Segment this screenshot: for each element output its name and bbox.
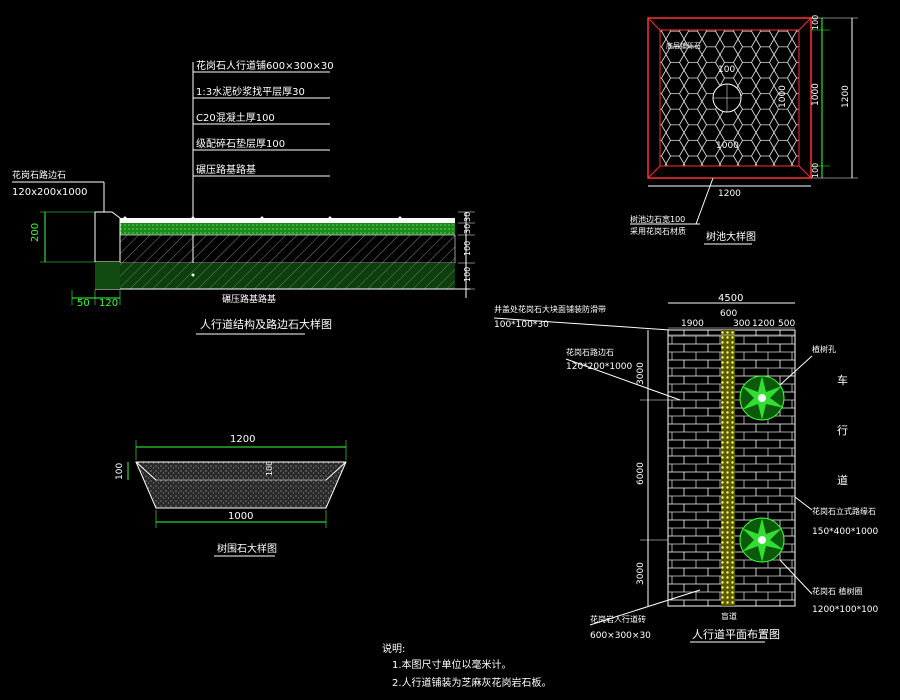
dim-50: 50 [77,298,90,309]
road-label-3: 道 [837,473,848,487]
plan-pit-size: 1200*100*100 [812,605,879,615]
curb-size: 120x200x1000 [12,187,87,198]
plan-seg-300: 300 [733,319,750,329]
dim-120: 120 [99,298,118,309]
plan-top-size: 100*100*30 [494,320,549,330]
pit-note-1: 树池边石宽100 [630,214,685,224]
plan-top-label: 井盖处花岗石大块面铺装防滑带 [494,304,606,314]
pit-dim-1200-bottom: 1200 [718,189,741,199]
stone-dim-inner: 100 [265,461,274,476]
plan-drawing: 4500 600 1900 300 1200 500 3000 6000 300… [493,293,879,643]
curb-stone [94,211,121,263]
plan-right-curb-size: 150*400*1000 [812,527,879,537]
plan-dim-3000-bottom: 3000 [636,562,646,585]
road-label-1: 车 [837,373,848,387]
dim-200: 200 [30,223,41,242]
tree-symbol [739,517,785,563]
layer-5: 碾压路基路基 [196,163,256,176]
pit-dim-100-inner: 100 [718,65,735,75]
plan-dim-6000: 6000 [636,462,646,485]
plan-dim-3000-top: 3000 [636,362,646,385]
pit-dim-100-bottom: 100 [811,163,820,178]
plan-dim-total: 4500 [718,293,743,304]
plan-curb-label: 花岗石路边石 [566,347,614,357]
pit-dim-1000-right: 1000 [778,85,788,108]
plan-seg-500: 500 [778,319,795,329]
pit-dim-100-top: 100 [811,15,820,30]
plan-dim-600: 600 [720,309,737,319]
mortar-layer [120,223,455,235]
plan-tree-label: 植树孔 [812,344,836,354]
pit-fill-label: 底层铺砾石 [666,41,701,50]
pit-title: 树池大样图 [706,230,756,243]
plan-seg-1900: 1900 [681,319,704,329]
stone-body [135,461,347,509]
pit-note-2: 采用花岗石材质 [630,226,686,236]
pit-outer-frame [647,17,812,179]
plan-paving-size: 600×300×30 [590,631,651,641]
plan-title: 人行道平面布置图 [692,627,780,641]
layer-1: 花岗石人行道铺600×300×30 [196,59,334,72]
layer-4: 级配碎石垫层厚100 [196,137,285,150]
stone-dim-left: 100 [115,463,125,480]
section-drawing: 200 50 120 30 30 100 100 花岗石人行道铺600×300×… [12,59,475,335]
dim-right-100b: 100 [463,267,472,282]
paving-layer [120,218,455,223]
notes: 说明: 1.本图尺寸单位以毫米计。 2.人行道铺装为芝麻灰花岗岩石板。 [382,642,552,689]
section-title: 人行道结构及路边石大样图 [200,317,332,331]
layer-3: C20混凝土厚100 [196,111,275,124]
dim-right-100a: 100 [463,241,472,256]
stone-dim-top: 1200 [230,434,255,445]
road-label-2: 行 [837,424,848,437]
tree-symbol [739,375,785,421]
stone-title: 树围石大样图 [217,542,277,555]
notes-heading: 说明: [382,642,405,655]
ground-label: 碾压路基路基 [222,293,276,305]
stone-dim-bottom: 1000 [228,511,253,522]
tree-pit-drawing: 100 1000 1000 底层铺砾石 1200 100 1000 100 12… [630,15,858,245]
plan-seg-1200: 1200 [752,319,775,329]
plan-curb-size: 120*200*1000 [566,362,633,372]
tree-stone-drawing: 1200 100 100 1000 树围石大样图 [115,434,347,557]
curb-label: 花岗石路边石 [12,169,66,181]
plan-paving-label: 花岗岩人行道砖 [590,614,646,624]
note-2: 2.人行道铺装为芝麻灰花岗岩石板。 [392,676,552,689]
dim-right-30b: 30 [463,224,472,234]
tactile-strip [721,330,735,606]
note-1: 1.本图尺寸单位以毫米计。 [392,658,512,671]
pit-dim-1000-side: 1000 [811,83,821,106]
plan-blind-label: 盲道 [721,611,737,621]
concrete-layer [119,234,456,264]
pit-dim-1000-bottom: 1000 [716,141,739,151]
dim-right-30a: 30 [463,212,472,222]
pit-dim-1200-right: 1200 [841,85,851,108]
layer-2: 1:3水泥砂浆找平层厚30 [196,85,305,98]
plan-pit-label: 花岗石 植树圈 [812,586,863,596]
plan-right-curb-label: 花岗石立式路缘石 [812,506,876,516]
